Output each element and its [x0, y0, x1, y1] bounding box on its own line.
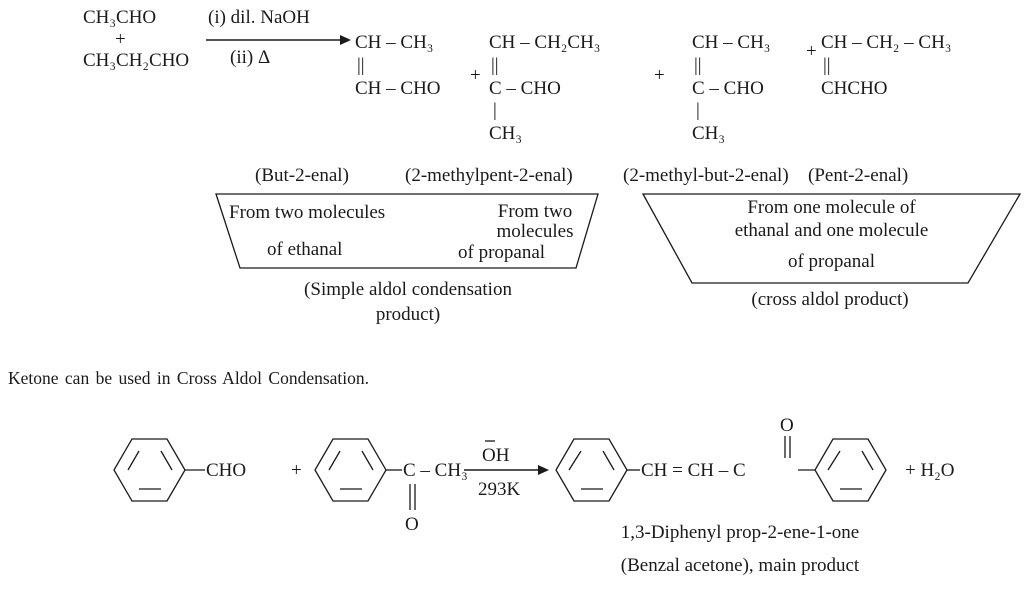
reaction2-arrow-head — [538, 465, 549, 475]
caption-simple-aldol-1: (Simple aldol condensation — [304, 279, 512, 300]
benzene-ring-3 — [555, 438, 628, 502]
product-note: (Benzal acetone), main product — [620, 555, 860, 576]
product3-mid: C – CHO — [692, 78, 764, 99]
box-right-line1: From one molecule of — [747, 197, 916, 218]
condition-heat: (ii) Δ — [230, 47, 271, 68]
benzene-ring-4 — [814, 438, 887, 502]
name-2-methyl-but-2-enal: (2-methyl-but-2-enal) — [623, 165, 789, 186]
reactant-benzaldehyde-cho: CHO — [206, 460, 247, 481]
condition-temperature: 293K — [478, 479, 521, 500]
product3-methyl: CH₃ — [692, 123, 726, 144]
box-right-line3: of propanal — [787, 251, 876, 272]
box-left-col1-line1: From two molecules — [229, 202, 386, 223]
benzene-ring-2 — [314, 438, 387, 502]
plus-1: + — [470, 65, 481, 86]
box-right-outline — [641, 193, 1022, 284]
box-left-outline — [215, 193, 599, 269]
product-chain: CH = CH – C — [641, 460, 746, 481]
caption-cross-aldol: (cross aldol product) — [751, 289, 909, 310]
product1-bottom: CH – CHO — [355, 78, 441, 99]
plus-2: + — [654, 65, 665, 86]
product3-single-bond: | — [696, 100, 700, 121]
plus-3: + — [806, 41, 817, 62]
statement-text: Ketone can be used in Cross Aldol Conden… — [8, 368, 370, 388]
name-pent-2-enal: (Pent-2-enal) — [808, 165, 909, 186]
reactant-acetophenone-chain: C – CH₃ — [403, 460, 468, 481]
product-water: + H₂O — [905, 460, 955, 481]
reactant-propanal: CH₃CH₂CHO — [83, 50, 190, 71]
caption-simple-aldol-2: product) — [375, 304, 441, 325]
product-carbonyl-oxygen: O — [780, 415, 794, 436]
product-name: 1,3-Diphenyl prop-2-ene-1-one — [620, 522, 860, 543]
reaction1-arrow-head — [340, 35, 351, 45]
product3-double-bond: || — [694, 55, 702, 76]
condition-base: (i) dil. NaOH — [208, 7, 310, 28]
product2-single-bond: | — [493, 100, 497, 121]
product4-top: CH – CH₂ – CH₃ — [821, 32, 952, 53]
reactant-acetophenone-oxygen: O — [405, 514, 419, 535]
box-left-col2-line2: molecules — [496, 221, 574, 242]
condition-hydroxide: OH — [482, 445, 510, 466]
reactant-plus: + — [115, 29, 126, 50]
product2-double-bond: || — [491, 55, 499, 76]
box-left-col2-line1: From two — [497, 201, 573, 222]
product3-top: CH – CH₃ — [692, 32, 771, 53]
name-2-methylpent-2-enal: (2-methylpent-2-enal) — [405, 165, 573, 186]
product2-top: CH – CH₂CH₃ — [489, 32, 601, 53]
product2-methyl: CH₃ — [489, 123, 523, 144]
product4-bottom: CHCHO — [821, 78, 888, 99]
product1-top: CH – CH₃ — [355, 32, 434, 53]
box-left-col1-line2: of ethanal — [267, 239, 343, 260]
box-left-col2-line3: of propanal — [458, 242, 546, 263]
product1-double-bond: || — [357, 55, 365, 76]
reactant-ethanal: CH₃CHO — [83, 7, 157, 28]
box-right-line2: ethanal and one molecule — [734, 220, 929, 241]
name-but-2-enal: (But-2-enal) — [255, 165, 349, 186]
product2-mid: C – CHO — [489, 78, 561, 99]
reaction2-plus: + — [291, 460, 302, 481]
product4-double-bond: || — [823, 55, 831, 76]
benzene-ring-1 — [113, 438, 186, 502]
